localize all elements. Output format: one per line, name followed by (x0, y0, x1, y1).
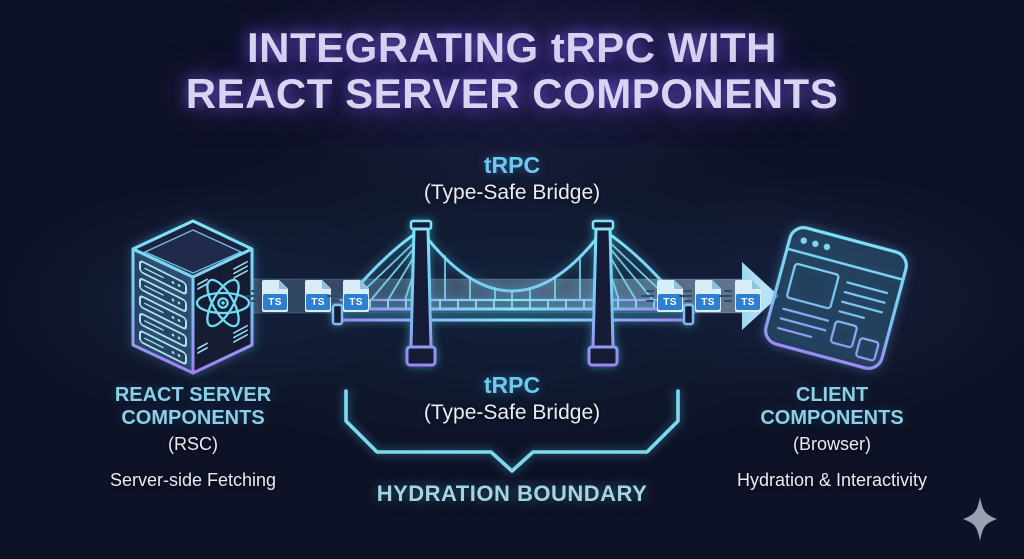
ts-badge-label: TS (268, 296, 282, 308)
left-node-label: REACT SERVER COMPONENTS (RSC) Server-sid… (53, 384, 333, 491)
ts-file-page: TS (735, 280, 761, 312)
right-node-description: Hydration & Interactivity (736, 469, 928, 490)
speed-lines-icon (719, 290, 732, 302)
sparkle-icon (963, 497, 997, 541)
server-vent-lines (197, 260, 248, 354)
ts-file-icon: TS (289, 280, 331, 312)
ts-badge: TS (696, 294, 720, 310)
trpc-label-top: tRPC (Type-Safe Bridge) (424, 152, 600, 205)
ts-badge-label: TS (311, 296, 325, 308)
ts-file-page: TS (695, 280, 721, 312)
ts-badge-label: TS (349, 296, 363, 308)
ts-file-fold (712, 280, 721, 289)
react-atom-icon (195, 278, 251, 328)
right-node-heading: CLIENT COMPONENTS (760, 384, 904, 430)
browser-window-icon (764, 226, 908, 370)
ts-file-page: TS (343, 280, 369, 312)
ts-badge-label: TS (663, 296, 677, 308)
ts-file-icon: TS (641, 280, 683, 312)
server-rack-slots (139, 260, 187, 365)
ts-badge-label: TS (741, 296, 755, 308)
ts-file-page: TS (262, 280, 288, 312)
bridge-hangers (444, 255, 581, 301)
bridge-deck-endcap-right (682, 303, 695, 326)
ts-file-icon: TS (246, 280, 288, 312)
bridge-deck-endcap-left (331, 303, 344, 326)
right-node-subheading: (Browser) (792, 433, 871, 454)
ts-badge: TS (263, 294, 287, 310)
server-rack-react-icon (131, 219, 254, 375)
ts-file-icon: TS (719, 280, 761, 312)
trpc-title-bottom: tRPC (483, 372, 541, 398)
ts-file-fold (360, 280, 369, 289)
bridge-tower-right (587, 219, 619, 367)
browser-content (777, 262, 889, 362)
ts-file-fold (322, 280, 331, 289)
trpc-subtitle-bottom: (Type-Safe Bridge) (423, 401, 601, 424)
bridge-tower-left (405, 219, 437, 367)
speed-lines-icon (641, 290, 654, 302)
speed-lines-icon (246, 290, 259, 302)
browser-frame (764, 226, 908, 370)
ts-file-fold (279, 280, 288, 289)
ts-file-fold (674, 280, 683, 289)
bridge-deck (336, 307, 690, 322)
ts-badge-label: TS (701, 296, 715, 308)
ts-file-icon: TS (679, 280, 721, 312)
left-node-subheading: (RSC) (168, 433, 218, 454)
ts-file-icon: TS (327, 280, 369, 312)
ts-file-page: TS (305, 280, 331, 312)
hydration-boundary-label: HYDRATION BOUNDARY (376, 481, 648, 506)
hydration-boundary-bracket (344, 389, 680, 473)
ts-badge: TS (344, 294, 368, 310)
trpc-label-bottom: tRPC (Type-Safe Bridge) (424, 372, 600, 425)
page-title: INTEGRATING tRPC WITH REACT SERVER COMPO… (0, 25, 1024, 117)
ts-badge: TS (658, 294, 682, 310)
browser-titlebar-divider (786, 247, 904, 281)
suspension-bridge-icon (331, 219, 695, 367)
left-node-description: Server-side Fetching (109, 469, 277, 490)
trpc-subtitle-top: (Type-Safe Bridge) (423, 181, 601, 204)
speed-lines-icon (679, 290, 692, 302)
server-top-inset (143, 229, 243, 274)
ts-badge: TS (306, 294, 330, 310)
ts-badge: TS (736, 294, 760, 310)
speed-lines-icon (327, 290, 340, 302)
ts-file-page: TS (657, 280, 683, 312)
left-node-heading: REACT SERVER COMPONENTS (114, 384, 272, 430)
title-line-2: REACT SERVER COMPONENTS (185, 70, 839, 117)
right-node-label: CLIENT COMPONENTS (Browser) Hydration & … (692, 384, 972, 491)
ts-file-fold (752, 280, 761, 289)
title-line-1: INTEGRATING tRPC WITH (246, 24, 777, 71)
browser-dots-icon (800, 237, 831, 251)
speed-lines-icon (289, 290, 302, 302)
trpc-title-top: tRPC (483, 152, 541, 178)
